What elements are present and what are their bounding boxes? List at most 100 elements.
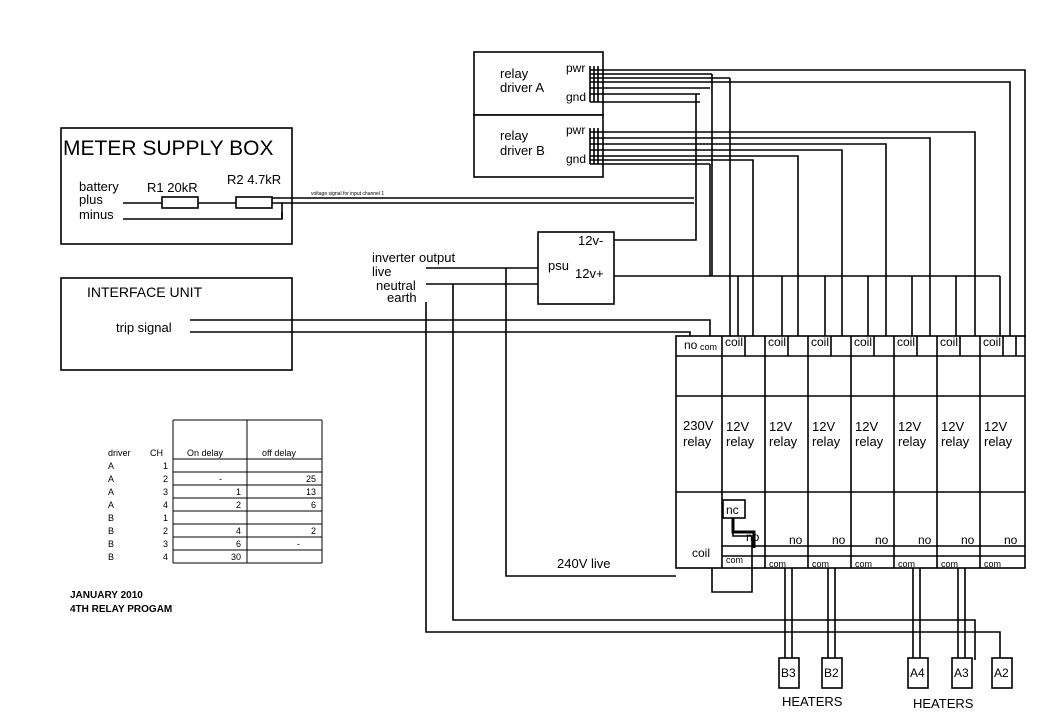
nc-label: nc — [726, 503, 739, 517]
table-cell-ch: 1 — [163, 513, 168, 523]
table-cell-off-delay: 2 — [311, 526, 316, 536]
heater-label: A3 — [954, 666, 969, 680]
plus-label: plus — [79, 192, 103, 207]
relay-coil-label: coil — [811, 335, 829, 349]
table-cell-driver: A — [108, 487, 114, 497]
relay-voltage-label: 12V — [984, 419, 1007, 434]
heater-feed-wires — [784, 568, 966, 660]
table-cell-on-delay: 4 — [236, 526, 241, 536]
footer-date: JANUARY 2010 — [70, 590, 143, 601]
table-cell-off-delay: 6 — [311, 500, 316, 510]
relay-driver-a-line2: driver A — [500, 80, 544, 95]
resistor-r1 — [161, 196, 199, 209]
relay-com-label: com — [898, 559, 915, 569]
interface-unit-title: INTERFACE UNIT — [87, 284, 203, 300]
relay-word-label: relay — [769, 434, 798, 449]
table-cell-ch: 2 — [163, 526, 168, 536]
psu-box — [537, 231, 615, 305]
relay-word-label: relay — [941, 434, 970, 449]
relay-coil-label: coil — [725, 335, 743, 349]
relay-voltage-label: 12V — [726, 419, 749, 434]
inverter-earth-label: earth — [387, 290, 417, 305]
relay-word-label: relay — [898, 434, 927, 449]
table-cell-driver: A — [108, 500, 114, 510]
table-cell-ch: 2 — [163, 474, 168, 484]
table-header-ch: CH — [150, 448, 163, 458]
relay-driver-b-line2: driver B — [500, 143, 545, 158]
resistor-r2 — [235, 196, 273, 209]
voltage-signal-note: voltage signal for input channel 1 — [311, 191, 384, 197]
meter-box-title: METER SUPPLY BOX — [63, 137, 273, 160]
relay-driver-a-pwr: pwr — [566, 61, 585, 75]
table-cell-ch: 4 — [163, 552, 168, 562]
inverter-wires — [425, 267, 1001, 660]
inverter-neutral-label: neutral — [376, 278, 416, 293]
table-cell-ch: 3 — [163, 539, 168, 549]
relay-driver-a-line1: relay — [500, 66, 529, 81]
driver-output-wires — [589, 66, 1026, 338]
relay-voltage-label: 12V — [812, 419, 835, 434]
table-header-driver: driver — [108, 448, 131, 458]
relay-com-label: com — [984, 559, 1001, 569]
relay-word-label: relay — [984, 434, 1013, 449]
relay-no-label: no — [746, 530, 760, 544]
relay1-com-label: com — [726, 555, 743, 565]
relay-driver-b-line1: relay — [500, 128, 529, 143]
relay-com-label: com — [855, 559, 872, 569]
relay-driver-a-box — [473, 51, 604, 116]
psu-neg-terminal: 12v- — [578, 233, 603, 248]
relay-driver-b-gnd: gnd — [566, 152, 586, 166]
meter-supply-box — [60, 127, 293, 245]
table-cell-driver: B — [108, 526, 114, 536]
relay230-com-label: com — [700, 342, 717, 352]
relay-com-label: com — [941, 559, 958, 569]
table-cell-on-delay: 6 — [236, 539, 241, 549]
table-header-on-delay: On delay — [187, 448, 224, 458]
psu-label: psu — [548, 258, 569, 273]
battery-label: battery — [79, 179, 119, 194]
heater-label: B2 — [824, 666, 839, 680]
relay-voltage-label: 12V — [855, 419, 878, 434]
table-cell-ch: 1 — [163, 461, 168, 471]
live-240v-label: 240V live — [557, 556, 610, 571]
interface-unit-box — [60, 277, 293, 371]
relay230-coil-label: coil — [692, 546, 710, 560]
relay-no-label: no — [832, 533, 846, 547]
battery-wiring — [123, 202, 283, 220]
table-cell-driver: B — [108, 539, 114, 549]
heater-label: A4 — [910, 666, 925, 680]
table-cell-driver: B — [108, 552, 114, 562]
table-cell-off-delay: 25 — [306, 474, 316, 484]
inverter-live-label: live — [372, 264, 392, 279]
heaters-label-a: HEATERS — [913, 696, 974, 711]
relay-com-label: com — [769, 559, 786, 569]
table-cell-ch: 3 — [163, 487, 168, 497]
psu-pos-terminal: 12v+ — [575, 266, 604, 281]
footer-program: 4TH RELAY PROGAM — [70, 604, 172, 615]
heater-label: A2 — [994, 666, 1009, 680]
inverter-output-label: inverter output — [372, 250, 455, 265]
table-cell-on-delay: - — [219, 474, 222, 484]
r2-label: R2 4.7kR — [227, 172, 281, 187]
relay-coil-label: coil — [854, 335, 872, 349]
relay-word-label: relay — [812, 434, 841, 449]
relay230-no-label: no — [684, 338, 698, 352]
heater-box — [907, 657, 929, 689]
heater-box — [991, 657, 1013, 689]
relay-no-label: no — [875, 533, 889, 547]
relay-coil-label: coil — [768, 335, 786, 349]
relay-com-label: com — [812, 559, 829, 569]
nc-jumper — [731, 518, 756, 548]
heater-box — [778, 657, 800, 689]
table-cell-driver: A — [108, 474, 114, 484]
trip-signal-label: trip signal — [116, 320, 172, 335]
table-cell-on-delay: 1 — [236, 487, 241, 497]
relay-no-label: no — [918, 533, 932, 547]
table-cell-on-delay: 30 — [231, 552, 241, 562]
relay-coil-label: coil — [983, 335, 1001, 349]
relay-voltage-label: 12V — [898, 419, 921, 434]
heater-box — [951, 657, 973, 689]
heaters-label-b: HEATERS — [782, 694, 843, 709]
